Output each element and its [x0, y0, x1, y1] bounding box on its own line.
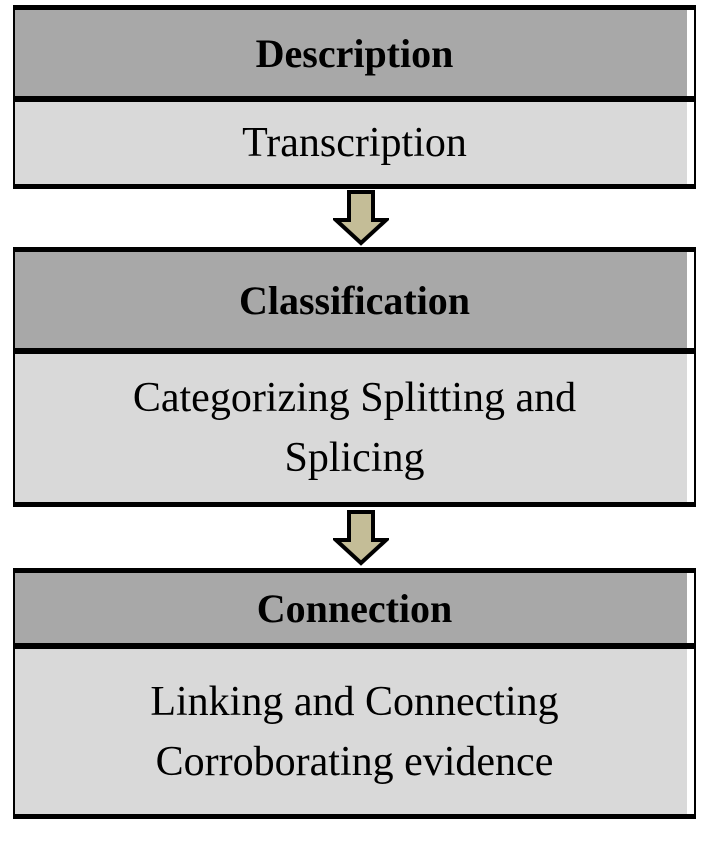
stage-classification-title: Classification — [15, 252, 694, 354]
stage-connection-title: Connection — [15, 573, 694, 649]
stage-description: Description Transcription — [13, 5, 696, 189]
down-arrow-icon — [332, 509, 389, 566]
arrow-gap-1 — [13, 189, 696, 247]
stage-classification-detail: Categorizing Splitting and Splicing — [15, 354, 694, 502]
stage-description-detail: Transcription — [15, 102, 694, 184]
process-flow: Description Transcription Classification… — [13, 5, 696, 819]
stage-classification: Classification Categorizing Splitting an… — [13, 247, 696, 507]
stage-description-title: Description — [15, 10, 694, 102]
stage-connection-detail: Linking and Connecting Corroborating evi… — [15, 649, 694, 814]
arrow-gap-2 — [13, 507, 696, 568]
stage-connection: Connection Linking and Connecting Corrob… — [13, 568, 696, 819]
down-arrow-icon — [332, 190, 389, 246]
